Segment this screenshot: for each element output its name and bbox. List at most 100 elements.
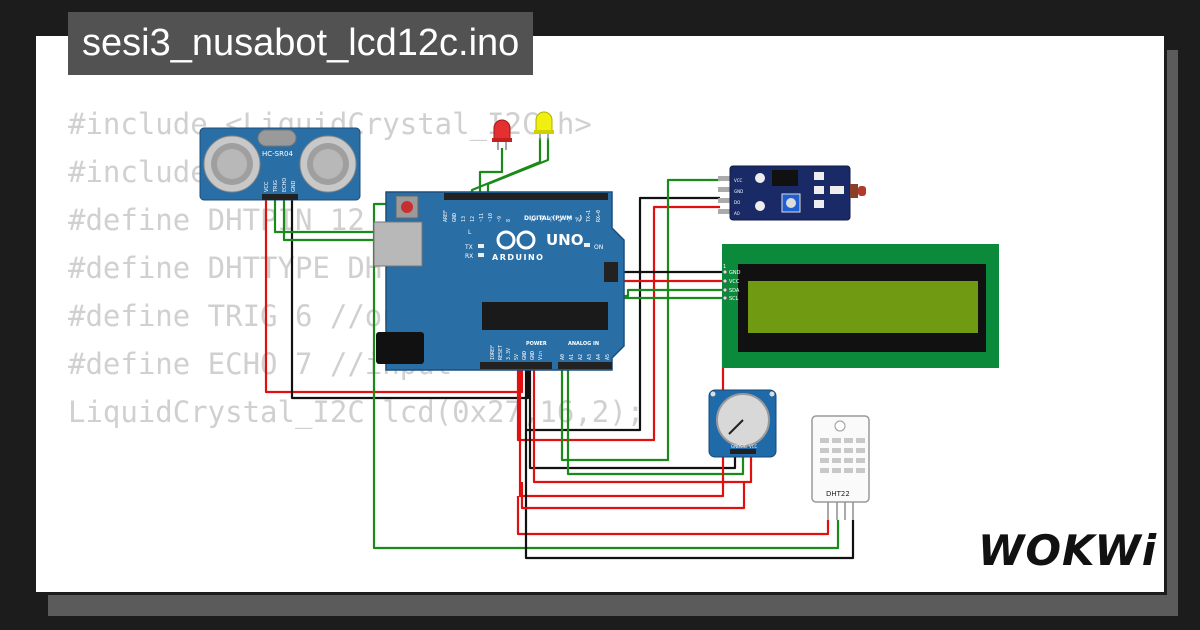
ultrasonic-transducer-right xyxy=(299,135,357,193)
digital-pin-label: 7 xyxy=(531,219,537,222)
page-title: sesi3_nusabot_lcd12c.ino xyxy=(68,12,534,75)
lcd-pin-label: GND xyxy=(729,270,741,276)
wire-ldr-gnd xyxy=(524,196,720,432)
digital-pin-label: RX←0 xyxy=(596,210,602,222)
lcd-pin-label: VCC xyxy=(729,279,740,285)
wire-pot-gnd xyxy=(528,362,737,470)
reset-button[interactable] xyxy=(395,195,419,219)
digital-pin-label: ~5 xyxy=(549,216,555,222)
analog-pin-label: A3 xyxy=(587,354,593,360)
wire-led-red xyxy=(478,148,504,198)
analog-label: ANALOG IN xyxy=(568,341,599,347)
usb-port xyxy=(373,221,423,267)
digital-pin-labels: AREF GND 13 12 ~11 ~10 ~9 8 7 ~6 ~5 4 ~3… xyxy=(443,210,602,222)
on-label: ON xyxy=(594,244,603,251)
pot-pin-labels: GND SIG VCC xyxy=(731,444,758,449)
digital-label: DIGITAL (PWM ~) xyxy=(524,215,582,222)
power-header xyxy=(480,362,552,369)
dht-label: DHT22 xyxy=(826,490,850,498)
pot-pin-label: VCC xyxy=(749,444,758,449)
arduino-uno[interactable]: AREF GND 13 12 ~11 ~10 ~9 8 7 ~6 ~5 4 ~3… xyxy=(373,191,625,371)
dht-vent-grid xyxy=(820,438,865,473)
power-pin-label: Vin xyxy=(538,351,544,360)
lcd-display[interactable]: 1 GND VCC SDA SCL xyxy=(722,244,999,368)
pot-pin-label: SIG xyxy=(740,444,747,449)
digital-pin-label: ~10 xyxy=(488,213,494,222)
analog-pin-label: A2 xyxy=(578,354,584,360)
led-label-rx: RX xyxy=(465,253,473,260)
wire-dht-gnd xyxy=(524,430,855,560)
lcd-screen xyxy=(748,281,978,333)
atmega-chip xyxy=(482,302,608,330)
ultrasonic-pin-label: GND xyxy=(291,180,297,192)
digital-pin-label: ~3 xyxy=(567,216,573,222)
ldr-pin-label: DO xyxy=(734,200,740,205)
power-pin-labels: IOREF RESET 3.3V 5V GND GND Vin xyxy=(490,345,544,360)
led-red[interactable] xyxy=(492,119,512,150)
digital-pin-label: ~6 xyxy=(540,216,546,222)
potentiometer[interactable]: GND SIG VCC xyxy=(708,389,777,458)
analog-header xyxy=(558,362,612,369)
board-brand-label: ARDUINO xyxy=(492,253,544,262)
ultrasonic-transducer-left xyxy=(203,135,261,193)
power-pin-label: 5V xyxy=(514,354,520,360)
lcd-pin-label: SCL xyxy=(729,296,739,302)
power-pin-label: GND xyxy=(522,351,528,360)
pot-pin-label: GND xyxy=(731,444,740,449)
digital-pin-label: 4 xyxy=(558,219,564,222)
power-pin-label: RESET xyxy=(498,345,504,360)
wire-ldr-vcc xyxy=(516,205,720,442)
icsp-header xyxy=(604,262,618,282)
digital-pin-label: GND xyxy=(452,213,458,222)
analog-pin-label: A0 xyxy=(560,354,566,360)
ultrasonic-model-label: HC-SR04 xyxy=(262,150,293,158)
analog-pin-label: A1 xyxy=(569,354,575,360)
dht22-sensor[interactable]: DHT22 xyxy=(811,415,870,520)
wire-ultrasonic-gnd xyxy=(290,198,530,400)
power-pin-label: IOREF xyxy=(490,345,496,360)
power-jack xyxy=(376,332,424,364)
power-pin-label: 3.3V xyxy=(506,348,512,360)
wokwi-logo: WOKWi xyxy=(978,526,1158,575)
ultrasonic-pin-labels: VCC TRIG ECHO GND xyxy=(264,178,297,193)
digital-pin-label: ~9 xyxy=(497,216,503,222)
digital-pin-label: 8 xyxy=(506,219,512,222)
wire-dht-red-loop xyxy=(520,482,746,510)
digital-header xyxy=(444,193,608,200)
digital-pin-label: 12 xyxy=(470,216,476,222)
wire-dht-vcc-2 xyxy=(516,496,830,536)
ldr-pin-labels: VCC GND DO AO xyxy=(734,178,743,216)
lcd-pin-number: 1 xyxy=(723,264,726,270)
lcd-pin-labels: GND VCC SDA SCL xyxy=(729,270,741,302)
led-yellow[interactable] xyxy=(534,111,554,140)
ldr-pin-label: AO xyxy=(734,211,740,216)
lcd-pins xyxy=(722,269,728,301)
arduino-infinity-logo xyxy=(496,230,536,250)
ultrasonic-pin-label: VCC xyxy=(264,181,270,192)
ldr-pin-label: GND xyxy=(734,189,743,194)
wire-ldr-do xyxy=(560,178,720,462)
ultrasonic-pin-label: TRIG xyxy=(273,180,279,193)
wire-ultrasonic-vcc xyxy=(264,198,524,394)
board-model-label: UNO xyxy=(546,231,584,249)
code-line: LiquidCrystal_I2C lcd(0x27,16,2); xyxy=(68,395,645,429)
ultrasonic-pin-label: ECHO xyxy=(282,178,288,192)
wire-pot-vcc xyxy=(532,362,753,484)
wire-pot-sig xyxy=(566,362,745,476)
digital-pin-label: AREF xyxy=(443,210,449,222)
analog-pin-label: A5 xyxy=(605,354,611,360)
digital-pin-label: TX→1 xyxy=(586,210,592,222)
power-label: POWER xyxy=(526,341,547,347)
ldr-pin-label: VCC xyxy=(734,178,743,183)
analog-pin-label: A4 xyxy=(596,354,602,360)
digital-pin-label: 13 xyxy=(461,216,467,222)
analog-pin-labels: A0 A1 A2 A3 A4 A5 xyxy=(560,354,611,360)
led-label-tx: TX xyxy=(464,244,473,251)
lcd-pin-label: SDA xyxy=(729,288,740,294)
led-label-l: L xyxy=(468,229,472,236)
digital-pin-label: 2 xyxy=(576,219,582,222)
digital-pin-label: ~11 xyxy=(479,213,485,222)
ultrasonic-sensor[interactable]: HC-SR04 VCC TRIG ECHO GND xyxy=(199,127,361,201)
ldr-module[interactable]: VCC GND DO AO xyxy=(718,165,866,221)
